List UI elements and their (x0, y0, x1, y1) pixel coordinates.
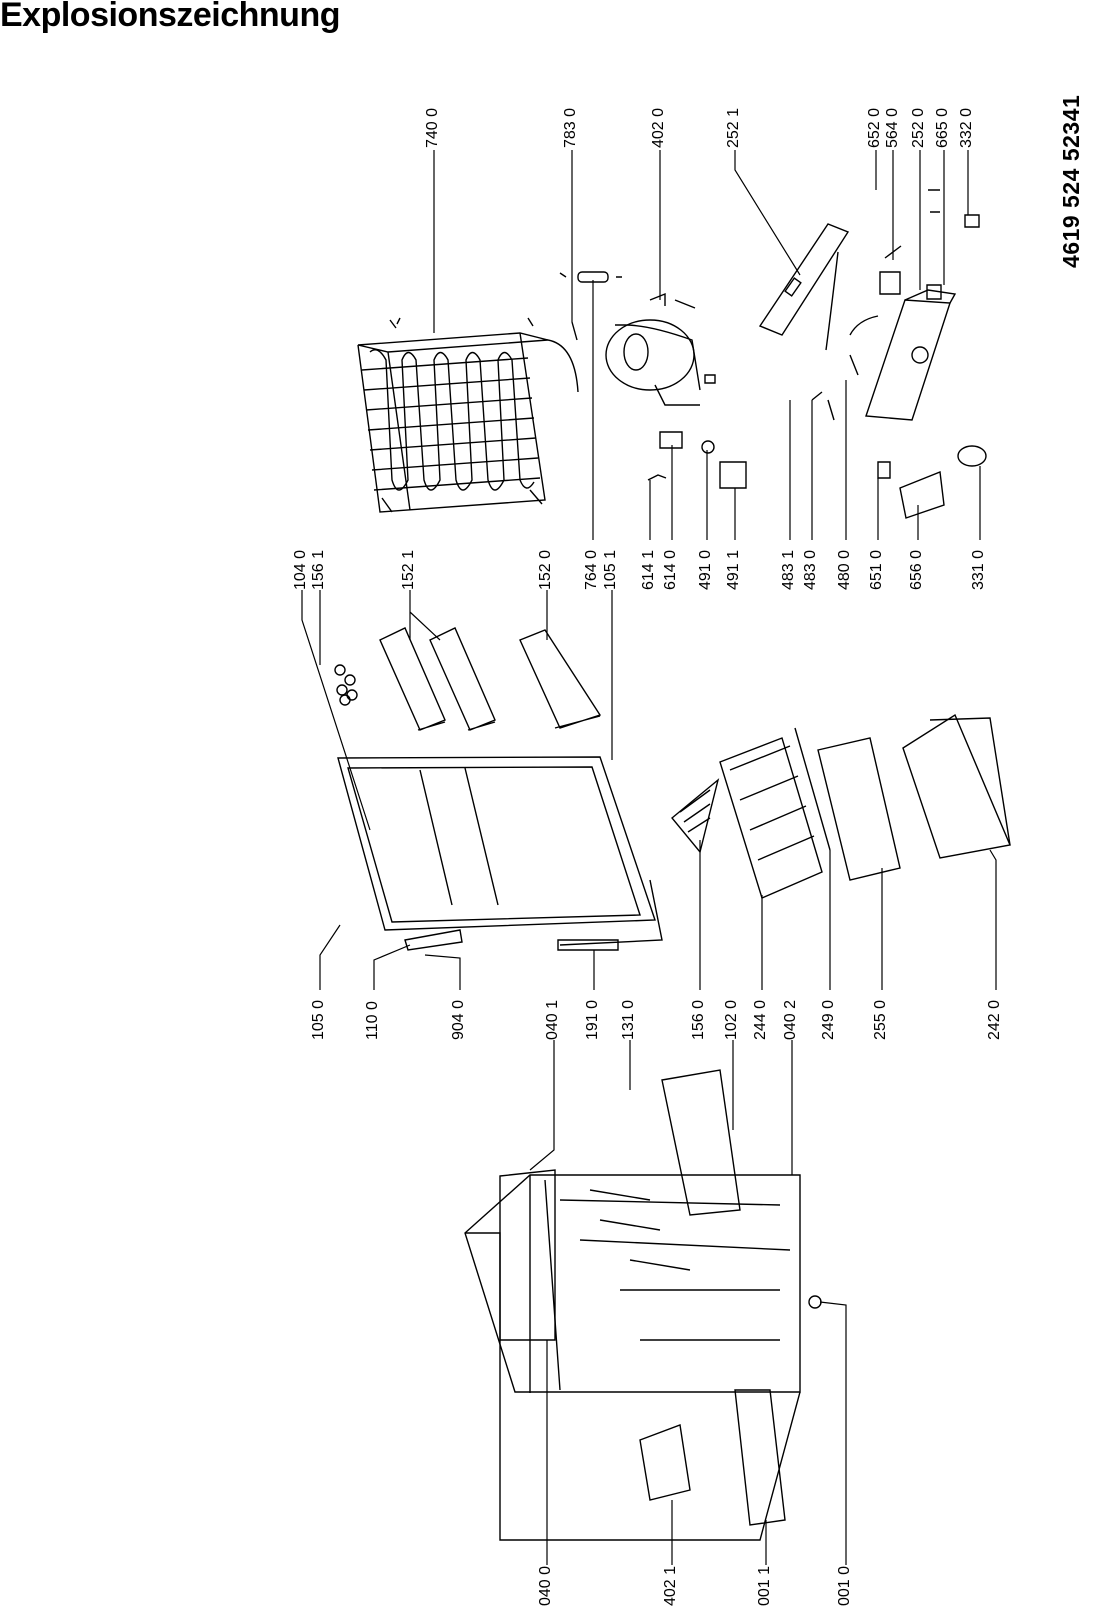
label-665-0: 665 0 (934, 107, 951, 148)
label-252-0: 252 0 (910, 107, 927, 148)
label-249-0: 249 0 (820, 999, 837, 1040)
label-110-0: 110 0 (364, 1001, 381, 1040)
freezer-grid-part (672, 780, 718, 852)
label-131-0: 131 0 (620, 999, 637, 1040)
label-191-0: 191 0 (584, 999, 601, 1040)
cabinet-part (465, 1175, 800, 1540)
label-652-0: 652 0 (866, 107, 883, 148)
small-electrical-parts (648, 355, 986, 518)
leader-lines (302, 150, 996, 1565)
label-244-0: 244 0 (752, 999, 769, 1040)
label-152-0: 152 0 (537, 549, 554, 590)
drier-part (560, 272, 622, 282)
door-shelf-large-part (520, 630, 600, 728)
foot-part (809, 1296, 821, 1308)
label-156-1: 156 1 (310, 549, 327, 590)
bracket-part (760, 224, 848, 335)
rail-part (735, 1390, 785, 1525)
label-105-0: 105 0 (310, 999, 327, 1040)
label-152-1: 152 1 (400, 549, 417, 590)
label-491-0: 491 0 (697, 549, 714, 590)
label-480-0: 480 0 (836, 549, 853, 590)
label-332-0: 332 0 (958, 107, 975, 148)
label-651-0: 651 0 (868, 549, 885, 590)
label-001-0: 001 0 (836, 1565, 853, 1606)
label-740-0: 740 0 (424, 107, 441, 148)
label-156-0: 156 0 (690, 999, 707, 1040)
label-614-0: 614 0 (662, 549, 679, 590)
label-483-0: 483 0 (802, 549, 819, 590)
label-491-1: 491 1 (725, 549, 742, 590)
wire-shelf-part (720, 738, 822, 898)
label-564-0: 564 0 (884, 107, 901, 148)
label-242-0: 242 0 (986, 999, 1003, 1040)
label-104-0: 104 0 (292, 549, 309, 590)
label-656-0: 656 0 (908, 549, 925, 590)
door-shelf-part (380, 628, 495, 730)
label-402-0: 402 0 (650, 107, 667, 148)
label-040-2: 040 2 (782, 999, 799, 1040)
label-105-1: 105 1 (602, 549, 619, 590)
label-904-0: 904 0 (450, 999, 467, 1040)
label-102-0: 102 0 (723, 999, 740, 1040)
condenser-part (358, 318, 578, 512)
hinge-strip-part (558, 940, 618, 950)
pipe-part (572, 322, 577, 340)
label-402-1: 402 1 (662, 1565, 679, 1606)
label-483-1: 483 1 (780, 549, 797, 590)
glass-shelf-part (818, 738, 900, 880)
door-part (338, 757, 662, 945)
crisper-drawer-part (903, 715, 1010, 858)
label-001-1: 001 1 (756, 1565, 773, 1606)
label-040-1: 040 1 (544, 999, 561, 1040)
cover-plate-part (662, 1070, 740, 1215)
wiring-part (826, 252, 878, 350)
compressor-part (606, 294, 715, 405)
label-255-0: 255 0 (872, 999, 889, 1040)
label-783-0: 783 0 (562, 107, 579, 148)
handle-part (405, 930, 462, 950)
label-331-0: 331 0 (970, 549, 987, 590)
label-764-0: 764 0 (583, 549, 600, 590)
thermostat-housing-part (866, 190, 979, 420)
box-part (640, 1425, 690, 1500)
top-panel-part (500, 1170, 555, 1340)
page-title: Explosionszeichnung (0, 0, 340, 34)
label-252-1: 252 1 (725, 107, 742, 148)
label-614-1: 614 1 (640, 549, 657, 590)
shelf-trim-part (795, 728, 830, 850)
label-040-0: 040 0 (537, 1565, 554, 1606)
document-number: 4619 524 52341 (1058, 94, 1084, 268)
bottle-rack-part (335, 665, 357, 705)
